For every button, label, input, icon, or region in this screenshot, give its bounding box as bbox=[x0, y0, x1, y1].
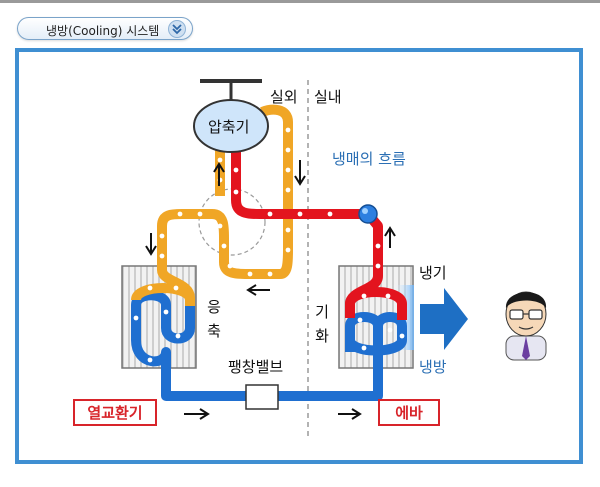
expansion-valve-label: 팽창밸브 bbox=[228, 358, 284, 376]
condenser-coil-upper bbox=[131, 283, 195, 302]
flow-title: 냉매의 흐름 bbox=[332, 150, 406, 168]
outdoor-label: 실외 bbox=[270, 88, 298, 106]
warm-pipe bbox=[157, 200, 293, 306]
double-chevron-down-icon[interactable] bbox=[168, 20, 186, 38]
section-title: 냉방(Cooling) 시스템 bbox=[46, 24, 160, 38]
condenser-label: 응축 bbox=[207, 298, 221, 340]
arrow-right-icon bbox=[420, 288, 468, 350]
compressor-label: 압축기 bbox=[208, 118, 250, 136]
outdoor-unit-label: 열교환기 bbox=[73, 399, 157, 426]
flow-arrow-icon bbox=[145, 160, 396, 420]
cool-air-label: 냉기 bbox=[419, 264, 447, 282]
junction-ball bbox=[358, 204, 378, 224]
refrigerant-bubbles bbox=[133, 127, 405, 363]
return-pipe bbox=[260, 104, 293, 200]
junction-highlight bbox=[362, 208, 368, 214]
expansion-valve-icon bbox=[245, 384, 279, 410]
person-icon bbox=[505, 291, 547, 361]
cooling-label: 냉방 bbox=[419, 358, 447, 376]
evaporator-coil-lower bbox=[345, 312, 407, 356]
indoor-unit-label: 에바 bbox=[378, 399, 440, 426]
indoor-label: 실내 bbox=[314, 88, 342, 106]
compressor-icon bbox=[193, 99, 269, 153]
evaporator-coil-upper bbox=[345, 287, 407, 320]
evaporation-label: 기화 bbox=[315, 303, 329, 345]
top-divider bbox=[0, 0, 600, 3]
cold-pipe bbox=[131, 339, 383, 401]
section-header[interactable]: 냉방(Cooling) 시스템 bbox=[17, 17, 193, 40]
